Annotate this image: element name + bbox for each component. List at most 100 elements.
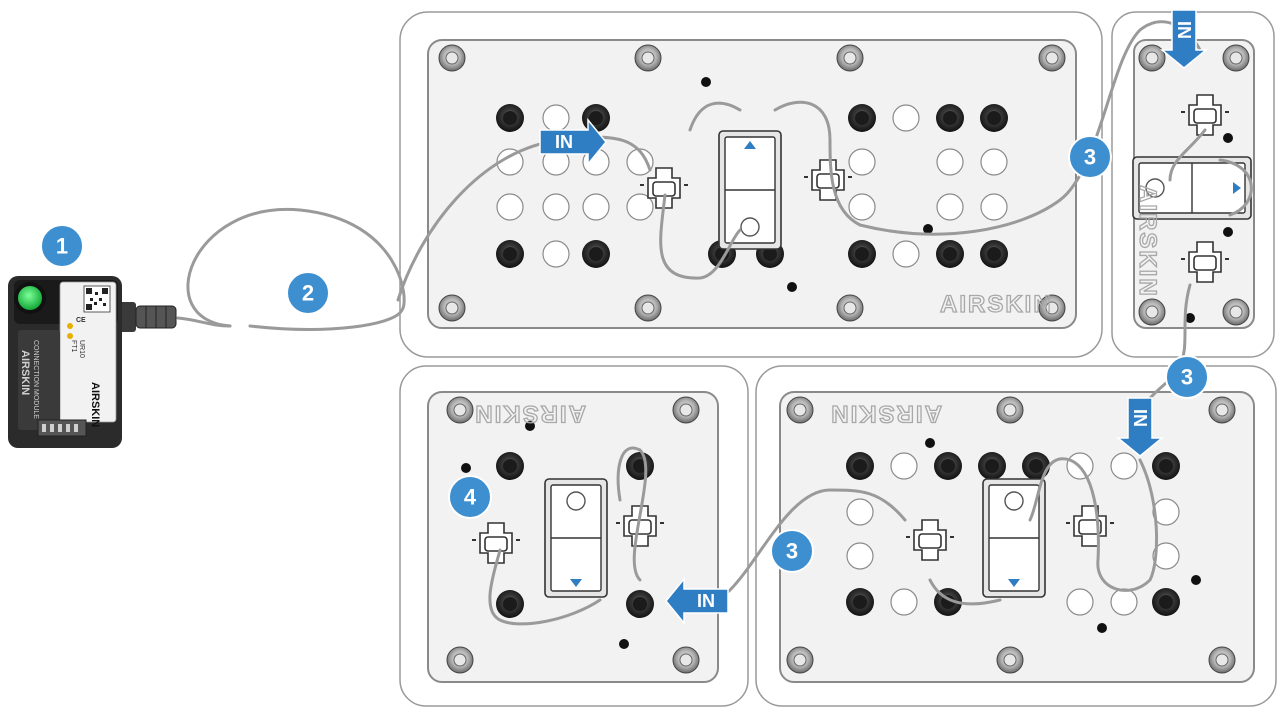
white-hole: [925, 438, 935, 448]
tube-icon: [186, 207, 406, 331]
screw-hole: [996, 396, 1024, 424]
white-hole: [980, 148, 1008, 176]
screw-hole: [1038, 44, 1066, 72]
white-hole: [496, 193, 524, 221]
tube-icon: [1168, 128, 1207, 182]
screw-hole: [1208, 396, 1236, 424]
white-hole: [626, 193, 654, 221]
white-hole: [787, 282, 797, 292]
in-arrow-label: IN: [1174, 21, 1194, 39]
white-hole: [1110, 588, 1138, 616]
pad-brand-text: AIRSKIN: [829, 400, 942, 427]
sensor-icon: [1181, 94, 1229, 136]
black-hole: [846, 588, 874, 616]
black-hole: [978, 452, 1006, 480]
svg-text:4: 4: [464, 485, 477, 510]
tube-icon: [688, 101, 742, 132]
white-hole: [1152, 542, 1180, 570]
svg-text:3: 3: [1181, 365, 1193, 390]
black-hole: [626, 590, 654, 618]
module-side-brand: AIRSKIN: [19, 350, 31, 395]
white-hole: [1223, 133, 1233, 143]
step-badge: 2: [286, 271, 330, 315]
step-badge: 1: [40, 224, 84, 268]
in-arrow-label: IN: [555, 132, 573, 152]
svg-text:2: 2: [302, 281, 314, 306]
tube-icon: [659, 193, 742, 280]
mounting-holes: [438, 44, 1250, 674]
black-hole: [848, 240, 876, 268]
step-badge: 3: [1165, 355, 1209, 399]
pad-brand-text: AIRSKIN: [473, 400, 586, 427]
sensor-icon: [804, 159, 852, 201]
module-side-label: CONNECTION MODULE: [32, 340, 39, 419]
black-hole: [496, 240, 524, 268]
black-hole: [496, 590, 524, 618]
screw-hole: [1138, 298, 1166, 326]
black-hole: [1022, 452, 1050, 480]
black-hole: [980, 240, 1008, 268]
module-variant: UR10: [78, 340, 85, 358]
sensor-icon: [1181, 241, 1229, 283]
in-arrow: IN: [1115, 397, 1165, 457]
screw-hole: [672, 646, 700, 674]
screw-hole: [836, 294, 864, 322]
screw-hole: [634, 294, 662, 322]
sensor-icon: [640, 167, 688, 209]
tube-icon: [488, 548, 602, 626]
svg-text:3: 3: [1084, 145, 1096, 170]
svg-text:1: 1: [56, 234, 68, 259]
black-hole: [496, 104, 524, 132]
black-hole: [1152, 452, 1180, 480]
white-hole: [890, 588, 918, 616]
white-hole: [892, 240, 920, 268]
black-hole: [934, 452, 962, 480]
sensor-assemblies: [472, 94, 1252, 598]
white-hole: [701, 77, 711, 87]
pad-controller: [544, 478, 608, 598]
step-badge: 4: [448, 475, 492, 519]
ce-mark: CE: [76, 317, 86, 324]
white-hole: [846, 498, 874, 526]
white-hole: [582, 193, 610, 221]
black-hole: [980, 104, 1008, 132]
white-hole: [890, 452, 918, 480]
white-hole: [848, 193, 876, 221]
black-hole: [582, 240, 610, 268]
screw-hole: [438, 294, 466, 322]
black-hole: [582, 104, 610, 132]
white-hole: [936, 148, 964, 176]
black-hole: [848, 104, 876, 132]
step-badge: 3: [1068, 135, 1112, 179]
white-hole: [461, 463, 471, 473]
white-hole: [1066, 588, 1094, 616]
black-hole: [936, 240, 964, 268]
screw-hole: [446, 646, 474, 674]
white-hole: [542, 193, 570, 221]
white-hole: [1191, 575, 1201, 585]
sensor-icon: [906, 519, 954, 561]
in-arrow: IN: [539, 117, 607, 167]
screw-hole: [1038, 294, 1066, 322]
white-hole: [980, 193, 1008, 221]
screw-hole: [1222, 44, 1250, 72]
in-arrow-label: IN: [1130, 409, 1150, 427]
white-hole: [936, 193, 964, 221]
screw-hole: [1138, 44, 1166, 72]
black-hole: [846, 452, 874, 480]
pad-brand-text: AIRSKIN: [940, 291, 1053, 318]
module-model: FT1: [70, 340, 77, 353]
tube-icon: [616, 446, 648, 582]
screw-hole: [1208, 646, 1236, 674]
pad-controller: [1132, 156, 1252, 220]
tube-icon: [1218, 158, 1253, 217]
sensor-icon: [616, 505, 664, 547]
black-hole: [936, 104, 964, 132]
white-hole: [1097, 623, 1107, 633]
svg-text:3: 3: [786, 539, 798, 564]
white-hole: [626, 148, 654, 176]
sensor-icon: [472, 522, 520, 564]
white-hole: [846, 542, 874, 570]
